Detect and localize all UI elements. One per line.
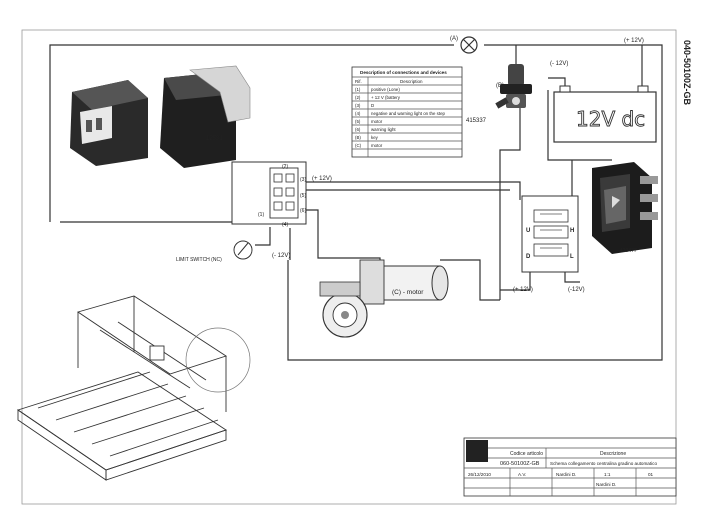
- warning-lamp: [460, 36, 478, 54]
- switch-part-number: 420477: [620, 248, 637, 254]
- title-sheet: 01: [648, 472, 654, 477]
- pin-label-4: (4): [282, 222, 288, 228]
- lamp-label: (A): [450, 36, 458, 42]
- rocker-switch-photo: [592, 162, 658, 254]
- switch-letter-u: U: [526, 228, 530, 234]
- sheet-border: [21, 29, 677, 505]
- step-drawing: [16, 295, 251, 481]
- module-part-number: 12531: [206, 136, 223, 142]
- label-plus12-switch: (+ 12V): [513, 287, 533, 293]
- title-scale: 1:1: [604, 472, 611, 477]
- switch-letter-l: L: [570, 254, 574, 260]
- legend-ref: (B): [355, 135, 361, 140]
- legend-desc: warning light: [371, 127, 396, 132]
- legend-ref: (1): [355, 87, 361, 92]
- motor-drawing: [319, 259, 449, 338]
- pin-label-3: (3): [300, 177, 306, 183]
- legend-title: Description of connections and devices: [360, 70, 447, 75]
- key-part-number: 415337: [466, 118, 487, 124]
- legend-col-desc: Description: [400, 79, 423, 84]
- pin-label-5: (5): [300, 193, 306, 199]
- battery-icon: [553, 85, 657, 143]
- legend-rows: (1) positive (Lone) (2) + 12 V (battery (3) D…: [355, 87, 446, 148]
- legend-desc: negative and warning light on the step: [371, 111, 446, 116]
- legend-ref: (5): [355, 119, 361, 124]
- key-switch-icon: [495, 64, 532, 109]
- legend-col-ref: Rif.: [355, 79, 362, 84]
- title-block: [463, 437, 677, 497]
- switch-schematic: [521, 195, 579, 273]
- title-drawn: A.V.: [518, 472, 526, 477]
- pin-label-6: (6): [300, 208, 306, 214]
- motor-label: (C) - motor: [392, 289, 424, 296]
- legend-ref: (3): [355, 103, 361, 108]
- label-minus12-switch: (-12V): [568, 287, 585, 293]
- legend-ref: (4): [355, 111, 361, 116]
- title-code: 060-50100Z-GB: [500, 461, 540, 467]
- pin-label-2: (2): [282, 164, 288, 170]
- legend-desc: positive (Lone): [371, 87, 400, 92]
- title-approved: Nardini D.: [556, 472, 576, 477]
- title-desc: Schema collegamento centralina gradino a…: [550, 461, 657, 466]
- drawing-number: 040-50100Z-GB: [682, 40, 692, 106]
- legend-ref: (6): [355, 127, 361, 132]
- key-label: (B): [496, 83, 504, 89]
- title-code-label: Codice articolo: [510, 451, 543, 457]
- switch-letter-d: D: [526, 254, 531, 260]
- label-plus12-top: (+ 12V): [624, 38, 644, 44]
- legend-desc: motor: [371, 143, 383, 148]
- legend-desc: key: [371, 135, 379, 140]
- pin-label-1: (1): [258, 212, 264, 218]
- label-minus12-left: (- 12V): [272, 253, 290, 259]
- limit-switch-icon: [233, 240, 253, 260]
- switch-letter-h: H: [570, 228, 574, 234]
- legend-ref: (2): [355, 95, 361, 100]
- control-unit-photo: [70, 65, 251, 168]
- title-author: Nardini D.: [596, 482, 616, 487]
- title-date: 26/12/2010: [468, 472, 491, 477]
- legend-desc: + 12 V (battery: [371, 95, 401, 100]
- label-plus12-mid: (- 12V): [550, 61, 568, 67]
- legend-desc: D: [371, 103, 374, 108]
- legend-desc: motor: [371, 119, 383, 124]
- legend-ref: (C): [355, 143, 362, 148]
- connector-block: [231, 161, 307, 225]
- battery-text: 12V dc: [576, 107, 645, 131]
- title-desc-label: Descrizione: [600, 451, 626, 457]
- legend-table: [351, 66, 463, 158]
- label-plus12-unit: (+ 12V): [312, 176, 332, 182]
- wires: [49, 44, 663, 361]
- limit-switch-label: LIMIT SWITCH (NC): [176, 257, 222, 263]
